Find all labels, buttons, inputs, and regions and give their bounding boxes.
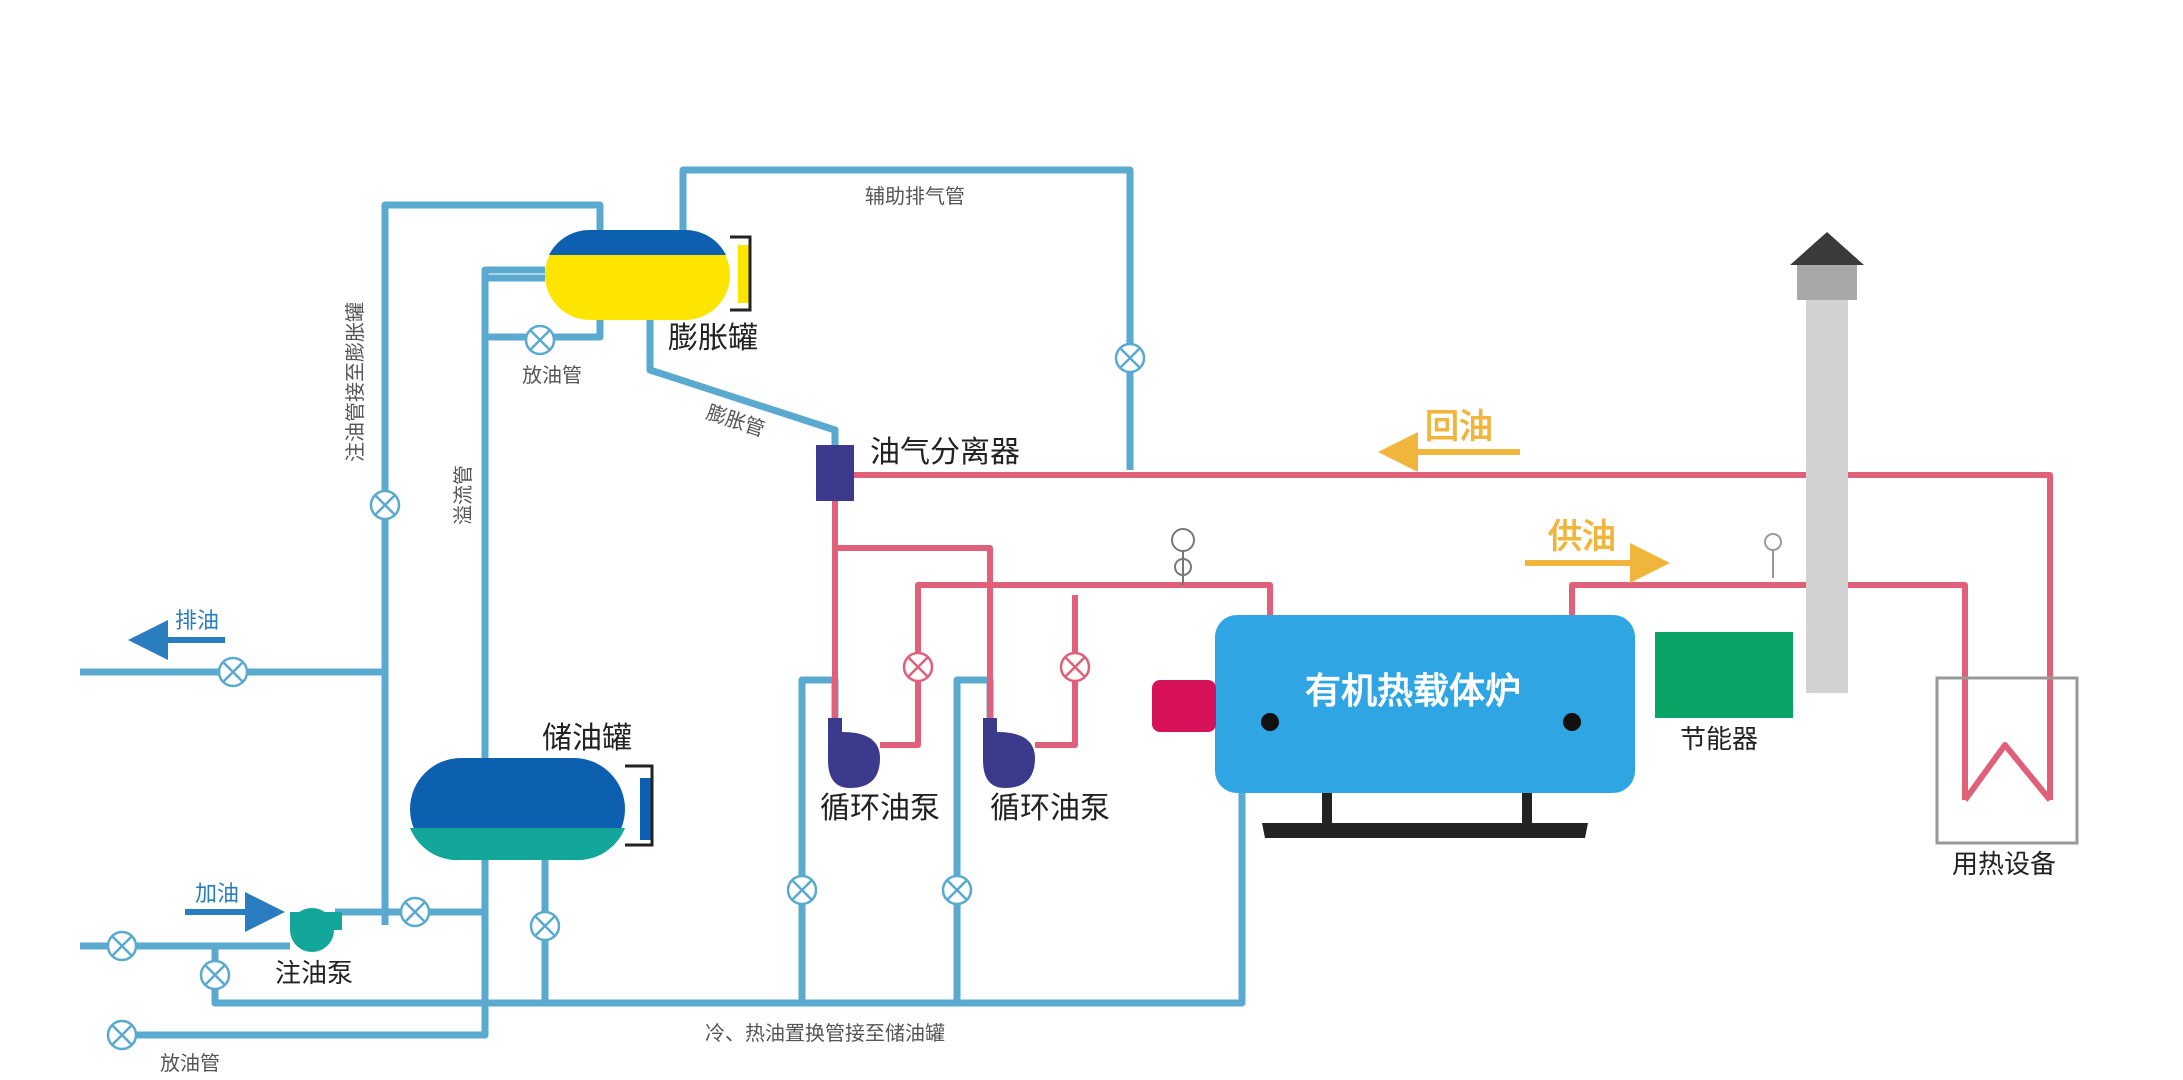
boiler-label: 有机热载体炉 — [1305, 671, 1521, 712]
valve-icon — [1059, 651, 1091, 683]
drain-bottom-label: 放油管 — [160, 1051, 220, 1075]
pump-2-label: 循环油泵 — [990, 791, 1110, 826]
exchange-pipe-label: 冷、热油置换管接至储油罐 — [705, 1021, 945, 1045]
thermometer-icon — [1764, 533, 1782, 578]
valve-icon — [902, 651, 934, 683]
pump-1-label: 循环油泵 — [820, 791, 940, 826]
valve-icon — [1114, 342, 1146, 374]
valves — [106, 324, 1146, 1051]
expansion-tank — [545, 229, 752, 320]
valve-icon — [106, 930, 138, 962]
oil-gas-separator — [816, 445, 854, 501]
valve-icon — [199, 959, 231, 991]
chimney — [1790, 232, 1864, 693]
valve-icon — [786, 874, 818, 906]
valve-icon — [941, 874, 973, 906]
heat-equipment-box — [1935, 676, 2079, 845]
fill-to-tank-label: 注油管接至膨胀罐 — [343, 302, 367, 462]
organic-heat-carrier-boiler — [1152, 615, 1635, 838]
overflow-label: 溢流管 — [451, 465, 475, 525]
heat-equipment-label: 用热设备 — [1952, 850, 2056, 880]
pump2-outlet-pipe — [1035, 595, 1078, 748]
aux-vent-pipe — [679, 166, 1134, 470]
aux-vent-label: 辅助排气管 — [865, 184, 965, 208]
supply-oil-label: 供油 — [1547, 517, 1616, 557]
circulation-pump-1 — [828, 718, 880, 788]
expansion-tank-label: 膨胀罐 — [668, 321, 758, 356]
circulation-pump-2 — [983, 718, 1035, 788]
valve-icon — [217, 656, 249, 688]
pump-manifold-pipe — [835, 545, 993, 725]
drain-top-label: 放油管 — [522, 363, 582, 387]
economizer — [1655, 632, 1793, 718]
valve-icon — [524, 324, 556, 356]
hot-pipes — [832, 472, 2053, 802]
heating-coil — [1962, 742, 2053, 802]
valve-icon — [369, 489, 401, 521]
return-oil-label: 回油 — [1425, 407, 1493, 447]
pressure-gauge-icon — [1171, 528, 1195, 585]
fill-pump — [290, 908, 342, 952]
storage-tank — [410, 758, 654, 861]
valve-icon — [106, 1019, 138, 1051]
add-oil-arrow — [185, 892, 285, 932]
discharge-arrow — [128, 620, 225, 660]
fill-pump-label: 注油泵 — [275, 959, 353, 989]
supply-oil-arrow — [1525, 543, 1670, 583]
expansion-pipe — [646, 318, 839, 455]
discharge-label: 排油 — [175, 609, 219, 634]
valve-icon — [399, 896, 431, 928]
valve-icon — [529, 910, 561, 942]
add-oil-label: 加油 — [195, 882, 239, 907]
fill-to-tank-pipe — [381, 201, 604, 925]
return-oil-arrow — [1378, 432, 1520, 472]
return-oil-pipe — [850, 472, 2053, 800]
overflow-pipe — [120, 274, 545, 1039]
economizer-label: 节能器 — [1680, 725, 1758, 755]
separator-label: 油气分离器 — [870, 435, 1020, 470]
storage-tank-label: 储油罐 — [542, 721, 632, 756]
